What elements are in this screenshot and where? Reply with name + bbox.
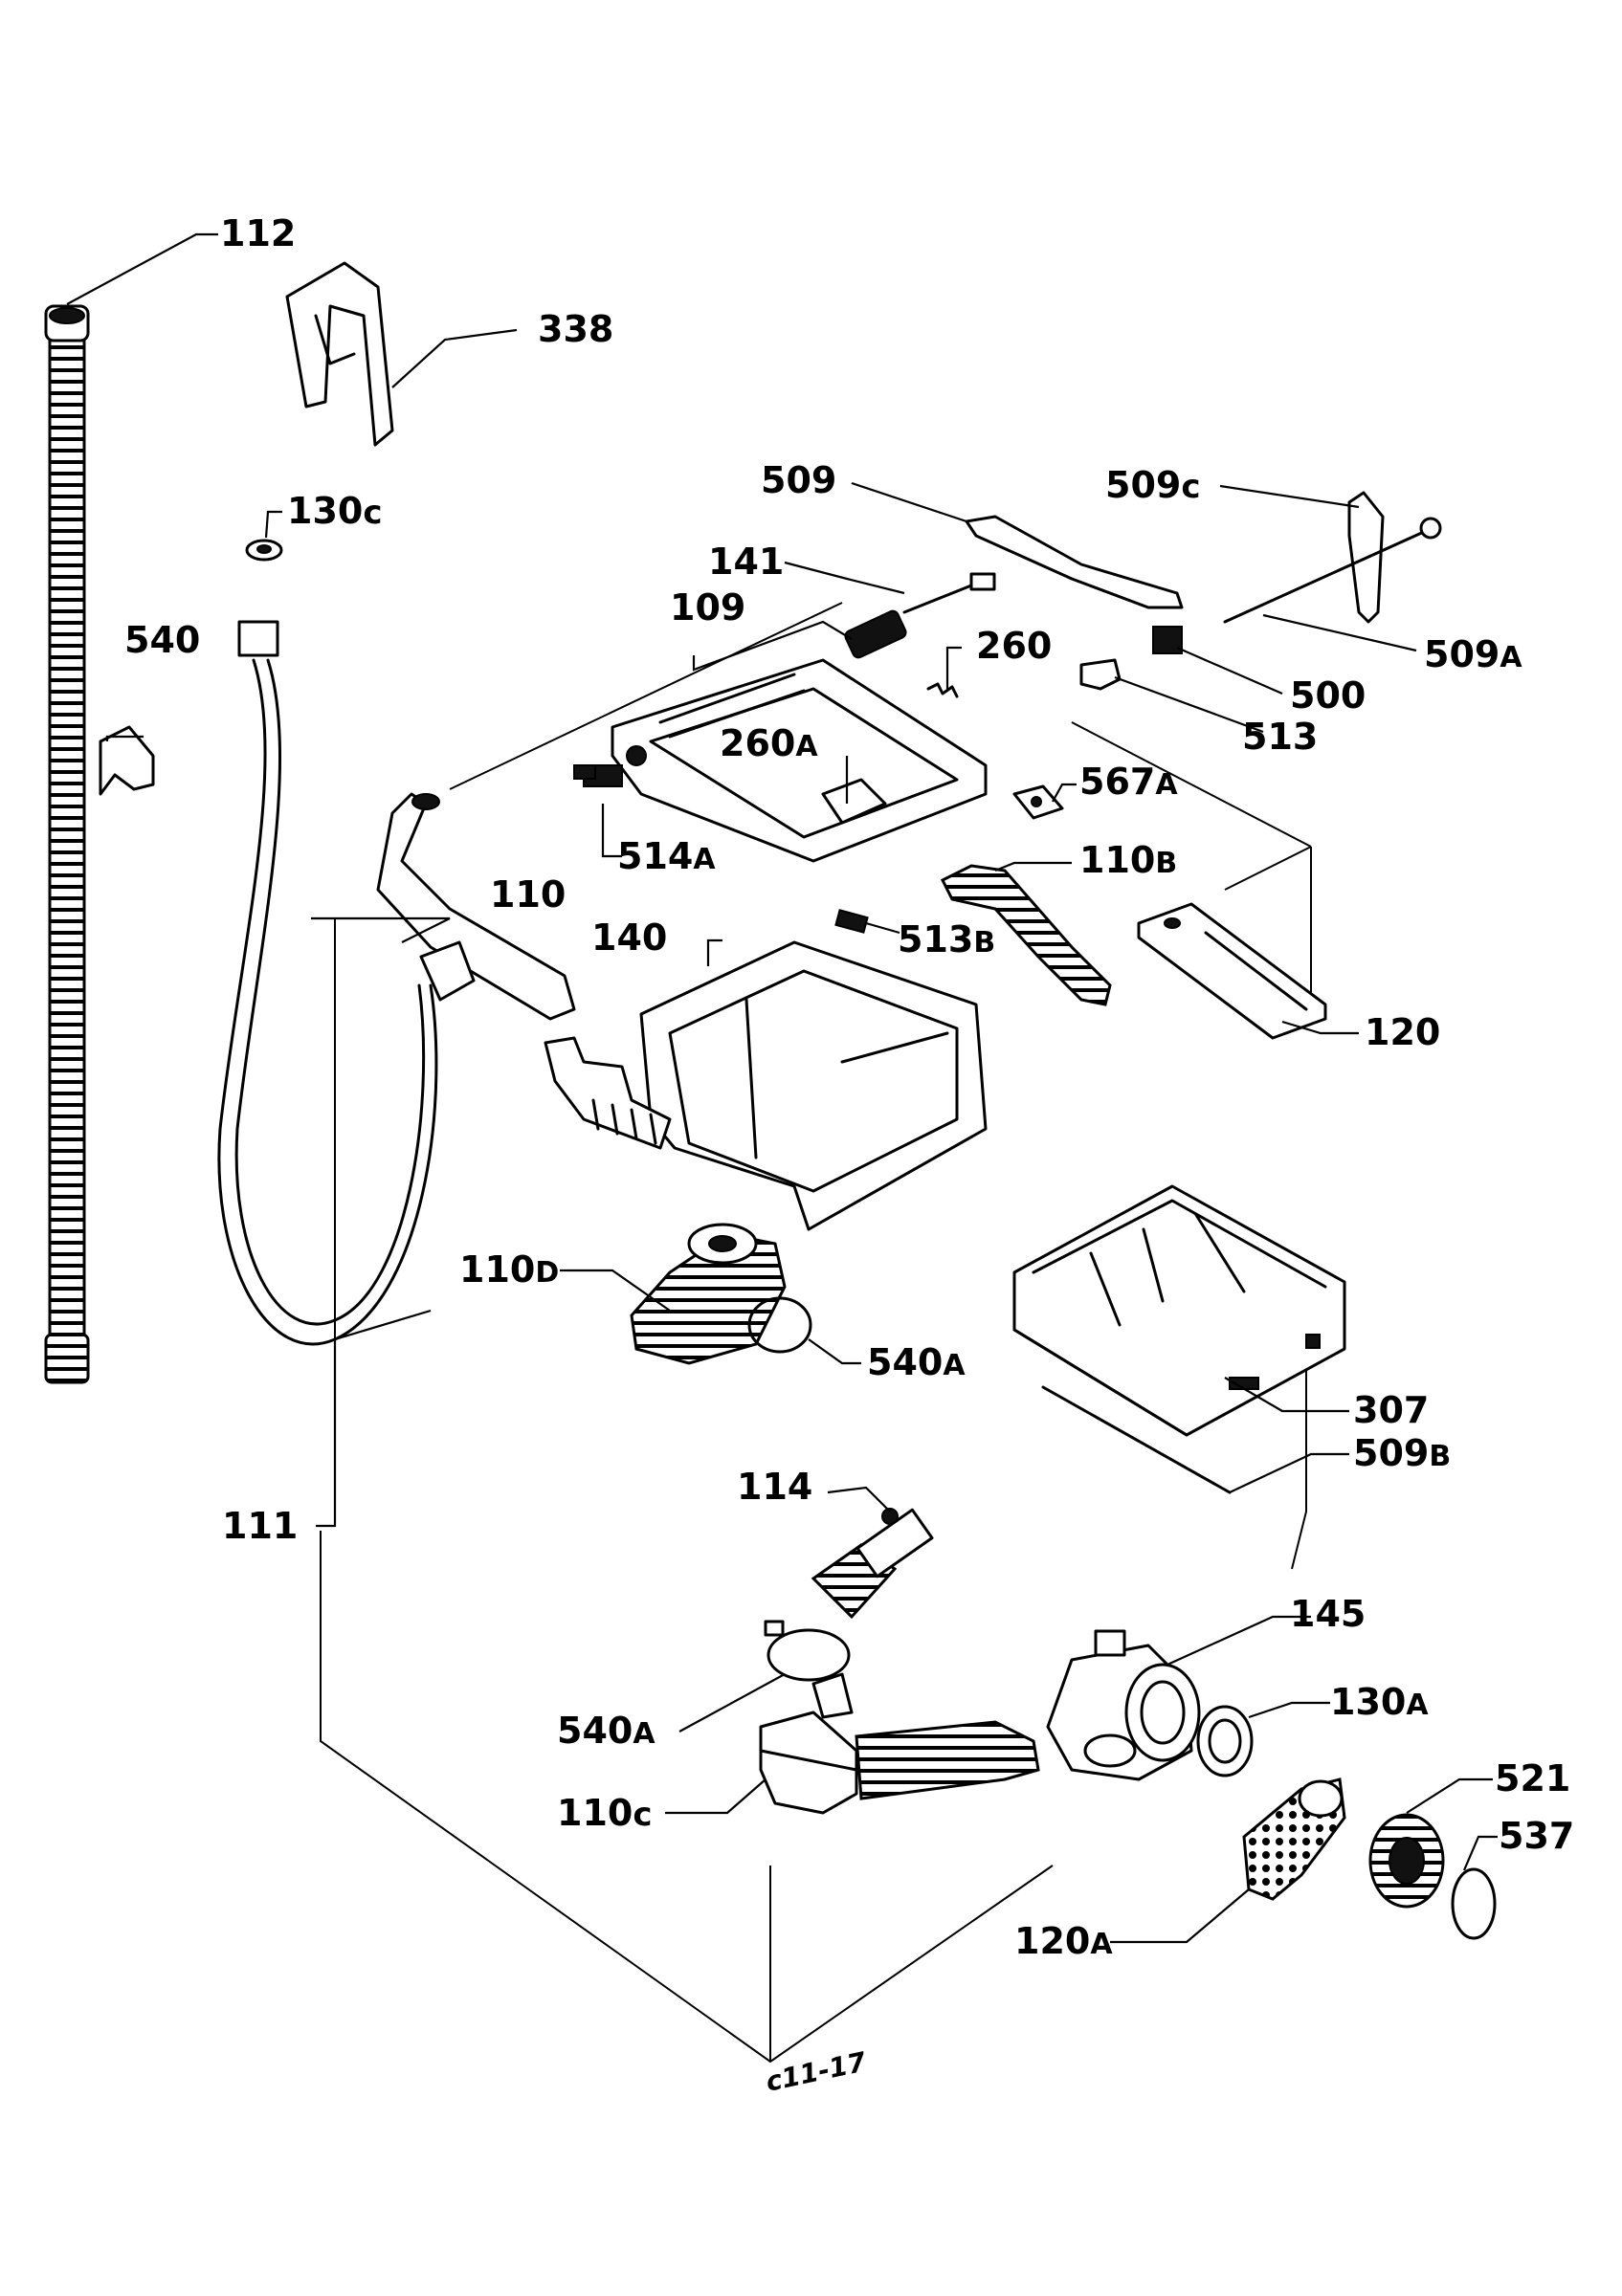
part-110c-drain-hose xyxy=(759,1672,1040,1815)
label-141: 141 xyxy=(708,541,784,583)
part-109-valve-plate xyxy=(583,658,988,863)
part-145-pump-housing xyxy=(1046,1629,1201,1781)
label-540a-lower: 540A xyxy=(557,1710,655,1752)
label-130c: 130c xyxy=(287,490,382,532)
part-111-supply-hose xyxy=(217,620,438,1346)
label-110b: 110B xyxy=(1079,839,1177,881)
part-130a-seal xyxy=(1196,1705,1254,1777)
part-120-drawer-cover xyxy=(1137,902,1327,1040)
label-112: 112 xyxy=(220,212,296,254)
label-260: 260 xyxy=(976,625,1052,667)
part-509-lever xyxy=(965,515,1184,609)
label-509b: 509B xyxy=(1353,1432,1451,1474)
part-140-dispenser-housing xyxy=(544,940,988,1231)
label-509: 509 xyxy=(761,459,836,501)
part-540-clip xyxy=(99,725,155,796)
part-514a-screw xyxy=(573,764,596,780)
part-540a-clamp-upper xyxy=(747,1296,812,1354)
label-537: 537 xyxy=(1499,1815,1574,1857)
part-110d-hose-connector xyxy=(630,1223,787,1365)
part-110b-bellows-hose xyxy=(940,864,1112,1006)
part-110-inlet-pipe xyxy=(376,792,576,1021)
label-111: 111 xyxy=(222,1505,298,1547)
part-labels: 112 338 130c 540 509 509c 141 109 260 50… xyxy=(124,212,1574,1962)
part-114-heater xyxy=(811,1508,934,1620)
label-145: 145 xyxy=(1290,1593,1366,1635)
part-509a-rod xyxy=(1223,517,1442,624)
part-500-microswitch xyxy=(1152,626,1183,654)
part-537-cover-disc xyxy=(1451,1867,1497,1940)
part-130c-washer xyxy=(245,539,283,562)
part-141-solenoid-valve xyxy=(844,572,996,659)
label-540a-upper: 540A xyxy=(867,1341,966,1383)
label-521: 521 xyxy=(1495,1757,1570,1799)
part-540a-clamp-lower xyxy=(764,1620,851,1682)
label-567a: 567A xyxy=(1079,761,1178,803)
label-513b: 513B xyxy=(898,918,995,960)
part-521-filter-cap xyxy=(1368,1813,1445,1909)
label-260a: 260A xyxy=(720,722,818,764)
label-110d: 110D xyxy=(459,1248,559,1291)
label-120: 120 xyxy=(1365,1011,1440,1053)
part-307-detergent-drawer xyxy=(1012,1184,1346,1437)
label-307: 307 xyxy=(1353,1389,1429,1431)
part-260-spring xyxy=(926,682,959,698)
label-509c: 509c xyxy=(1105,464,1200,506)
part-513b-clip xyxy=(834,909,869,934)
label-514a: 514A xyxy=(617,835,716,877)
label-509a: 509A xyxy=(1424,633,1522,675)
part-338-hose-hanger xyxy=(285,261,394,447)
label-110c: 110c xyxy=(557,1792,652,1834)
part-509b-rod xyxy=(1041,1385,1232,1494)
label-109: 109 xyxy=(670,586,745,629)
label-120a: 120A xyxy=(1014,1920,1113,1962)
label-130a: 130A xyxy=(1330,1681,1429,1723)
label-140: 140 xyxy=(591,916,667,959)
part-513-bracket xyxy=(1079,658,1122,691)
label-114: 114 xyxy=(737,1466,812,1508)
label-110: 110 xyxy=(490,873,566,916)
part-567a-pad xyxy=(1012,784,1064,820)
drawing-code: c11-17 xyxy=(763,2045,869,2097)
label-500: 500 xyxy=(1290,674,1366,717)
leader-lines xyxy=(66,232,1498,1944)
part-112-inlet-hose xyxy=(44,304,90,1384)
part-260a-strip xyxy=(821,778,887,825)
label-540: 540 xyxy=(124,619,200,661)
label-338: 338 xyxy=(538,308,613,350)
part-120a-filter xyxy=(1242,1777,1346,1901)
label-513: 513 xyxy=(1242,716,1318,758)
